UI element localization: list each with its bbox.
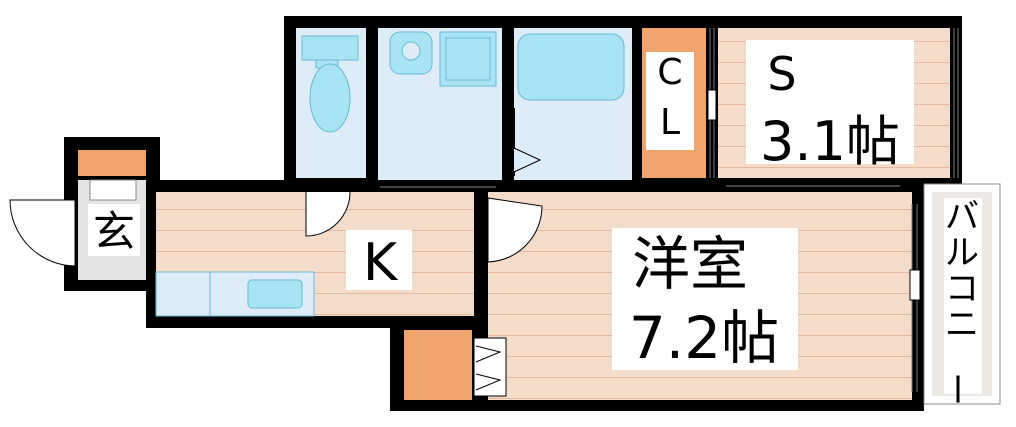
balcony-label: バルコニー [936, 197, 979, 406]
entrance-label: 玄 [93, 207, 135, 256]
closet: C L [642, 28, 717, 178]
room-closet [404, 330, 472, 400]
storage-room: S 3.1帖 [718, 28, 959, 187]
bathtub [517, 33, 625, 101]
western-room-size: 7.2帖 [629, 304, 779, 372]
washroom [378, 28, 502, 188]
toilet-tank [301, 35, 359, 61]
balcony: バルコニー [923, 183, 1001, 406]
toilet-room [296, 28, 366, 178]
shoe-cabinet [78, 150, 146, 176]
storage-room-size: 3.1帖 [760, 110, 900, 173]
closet-label-l: L [660, 102, 680, 143]
entrance-door-swing [9, 199, 77, 267]
western-room: 洋室 7.2帖 [404, 192, 921, 400]
storage-room-label: S [767, 47, 796, 101]
room-door-swing [487, 197, 543, 263]
entrance: 玄 [9, 150, 146, 280]
western-room-label: 洋室 [632, 230, 748, 298]
kitchen-label: K [363, 233, 399, 293]
toilet-bowl [309, 63, 351, 133]
toilet-door-swing [305, 191, 351, 237]
bathroom [513, 28, 632, 180]
kitchen: K [155, 191, 474, 317]
closet-label-c: C [657, 52, 682, 93]
kitchen-sink [247, 279, 303, 309]
